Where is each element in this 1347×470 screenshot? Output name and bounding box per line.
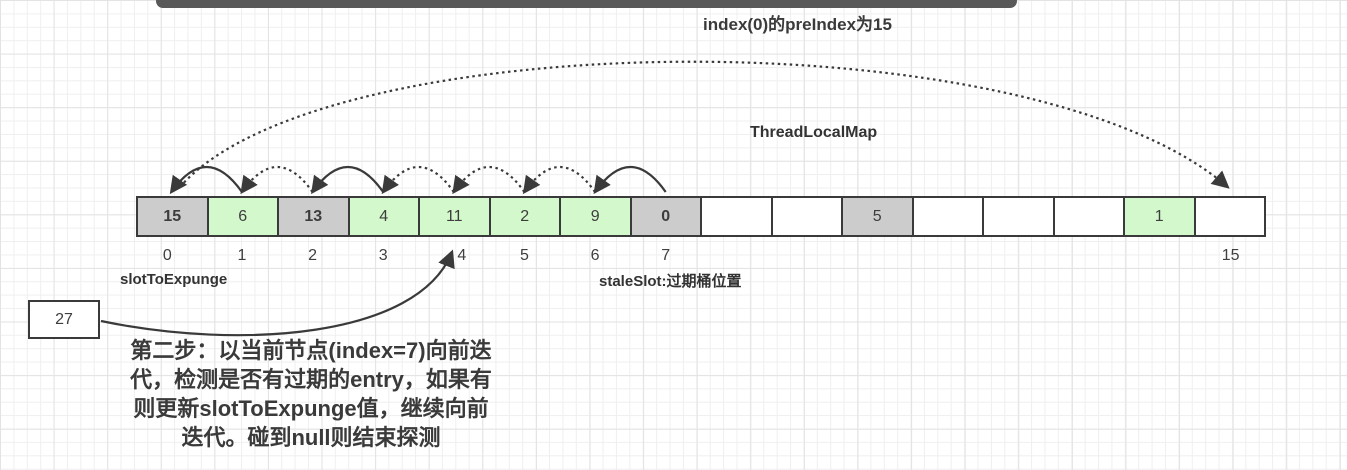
hop-arrow-4-to-3 [381,166,455,195]
pointer-box: 27 [28,300,100,339]
array-cell-9 [772,198,843,235]
array-cell-5: 2 [490,198,561,235]
array-cell-13 [1054,198,1125,235]
array-cell-4: 11 [420,198,491,235]
array-cell-11 [913,198,984,235]
index-label-6: 6 [590,247,600,264]
step-note-line: 第二步：以当前节点(index=7)向前迭 [130,338,492,363]
index-label-1: 1 [237,247,247,264]
index-label-7: 7 [661,247,671,264]
hop-arrow-1-to-0 [169,166,243,195]
array-cell-14: 1 [1125,198,1196,235]
array-cell-7: 0 [631,198,702,235]
index-label-15: 15 [1221,247,1240,264]
step-note-line: 迭代。碰到null则结束探测 [181,425,441,450]
array-cell-1: 6 [208,198,279,235]
diagram-title: index(0)的preIndex为15 [703,15,892,34]
hop-arrow-5-to-4 [452,166,526,195]
index-label-5: 5 [519,247,529,264]
hop-arrow-7-to-6 [593,166,667,195]
hop-arrow-3-to-2 [311,166,385,195]
array-cell-0: 15 [138,198,209,235]
index-label-3: 3 [378,247,388,264]
array-cell-12 [984,198,1055,235]
slot-to-expunge-label: slotToExpunge [120,271,228,288]
array-cell-10: 5 [843,198,914,235]
hop-arrow-6-to-5 [522,166,596,195]
array-cell-6: 9 [561,198,632,235]
index-label-4: 4 [457,247,467,264]
array-cell-15 [1195,198,1264,235]
stale-slot-label: staleSlot:过期桶位置 [599,273,742,290]
step-note: 第二步：以当前节点(index=7)向前迭代，检测是否有过期的entry，如果有… [111,336,511,452]
hop-arrow-2-to-1 [240,166,314,195]
array-cell-2: 13 [279,198,350,235]
step-note-line: 则更新slotToExpunge值，继续向前 [133,396,489,421]
wrap-arrow-0-to-15 [179,60,1230,189]
index-label-0: 0 [162,247,172,264]
array-cell-8 [702,198,773,235]
array-cell-3: 4 [349,198,420,235]
top-bar [156,0,1017,8]
threadlocalmap-label: ThreadLocalMap [750,124,878,141]
step-note-line: 代，检测是否有过期的entry，如果有 [130,367,492,392]
index-label-2: 2 [308,247,318,264]
